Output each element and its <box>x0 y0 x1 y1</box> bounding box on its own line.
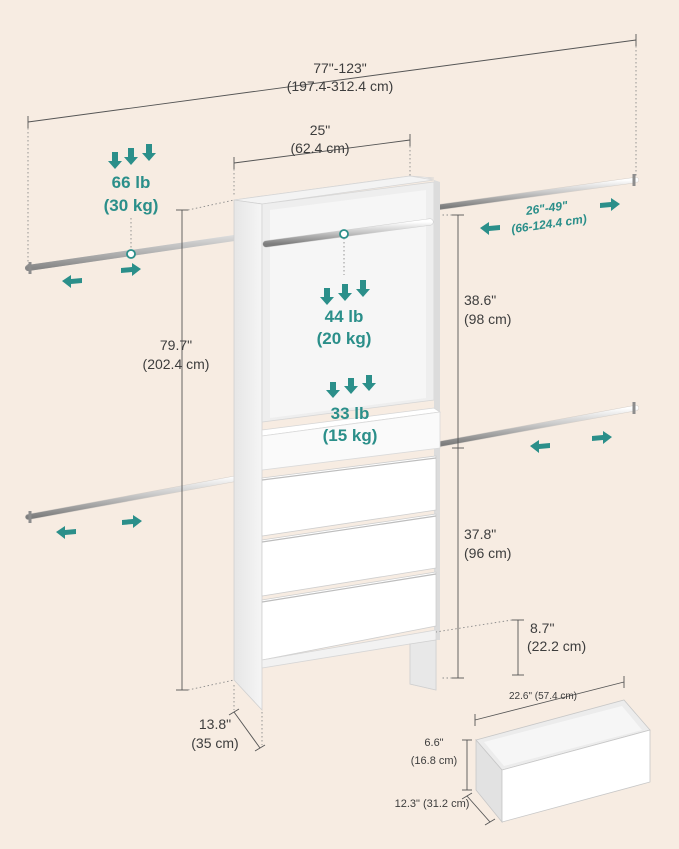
height-dimension <box>176 199 235 691</box>
upper-left-rod <box>25 233 251 274</box>
upper-height-in-label: 38.6" <box>464 292 496 308</box>
right-arrow-icon <box>600 198 620 211</box>
tower-width-in-label: 25" <box>310 122 331 138</box>
down-arrow-icon <box>344 378 358 394</box>
down-arrow-icon <box>142 144 156 161</box>
base-height-in-label: 8.7" <box>530 620 554 636</box>
side-rod-load-lb: 66 lb <box>112 173 151 192</box>
shelf-down-arrows <box>326 375 376 398</box>
side-rod-load-kg: (30 kg) <box>104 196 159 215</box>
right-arrow-icon <box>121 263 141 276</box>
lower-height-in-label: 37.8" <box>464 526 496 542</box>
total-width-cm-label: (197.4-312.4 cm) <box>287 78 394 94</box>
down-arrow-icon <box>326 382 340 398</box>
lower-left-rod <box>25 473 253 523</box>
center-rod-down-arrows <box>320 280 370 305</box>
right-arrow-icon <box>122 515 142 528</box>
depth-in-label: 13.8" <box>199 716 231 732</box>
height-cm-label: (202.4 cm) <box>143 356 210 372</box>
drawer-depth-label: 12.3" (31.2 cm) <box>395 798 470 810</box>
down-arrow-icon <box>320 288 334 305</box>
drawer-height-cm-label: (16.8 cm) <box>411 755 457 767</box>
center-rod-load-kg: (20 kg) <box>317 329 372 348</box>
down-arrow-icon <box>108 152 122 169</box>
upper-right-rod <box>437 174 639 210</box>
rod-extension-cm-label: (66-124.4 cm) <box>510 212 587 236</box>
closet-tower <box>233 175 442 712</box>
drawer-width-dimension <box>474 676 625 726</box>
height-in-label: 79.7" <box>160 337 192 353</box>
center-rod-load-marker <box>339 229 349 275</box>
drawer-detail <box>475 699 651 824</box>
down-arrow-icon <box>124 148 138 165</box>
left-arrow-icon <box>480 222 500 235</box>
center-rod-load-lb: 44 lb <box>325 307 364 326</box>
drawer-height-dimension <box>462 739 472 791</box>
depth-dimension <box>228 685 266 752</box>
right-arrow-icon <box>592 431 612 444</box>
base-height-dimension <box>435 619 524 676</box>
side-rod-down-arrows <box>108 144 156 169</box>
shelf-load-lb: 33 lb <box>331 404 370 423</box>
down-arrow-icon <box>356 280 370 297</box>
down-arrow-icon <box>338 284 352 301</box>
total-width-in-label: 77"-123" <box>313 60 367 76</box>
tower-width-dimension <box>233 134 411 196</box>
rod-extension-label-group: 26"-49" (66-124.4 cm) <box>510 198 587 236</box>
base-height-cm-label: (22.2 cm) <box>527 638 586 654</box>
down-arrow-icon <box>362 375 376 391</box>
tower-width-cm-label: (62.4 cm) <box>290 140 349 156</box>
left-arrow-icon <box>530 440 550 453</box>
drawer-width-label: 22.6" (57.4 cm) <box>509 691 577 702</box>
right-height-dimension <box>440 214 464 679</box>
depth-cm-label: (35 cm) <box>191 735 238 751</box>
rod-adjust-arrows <box>56 198 620 539</box>
left-arrow-icon <box>56 526 76 539</box>
rod-extension-in-label: 26"-49" <box>524 198 569 218</box>
total-width-dimension <box>27 34 637 265</box>
drawer-depth-dimension <box>461 792 496 826</box>
drawer-height-in-label: 6.6" <box>424 737 443 749</box>
lower-height-cm-label: (96 cm) <box>464 545 511 561</box>
left-arrow-icon <box>62 275 82 288</box>
shelf-load-kg: (15 kg) <box>323 426 378 445</box>
upper-height-cm-label: (98 cm) <box>464 311 511 327</box>
lower-right-rod <box>437 402 639 447</box>
side-rod-load-marker <box>126 218 136 259</box>
